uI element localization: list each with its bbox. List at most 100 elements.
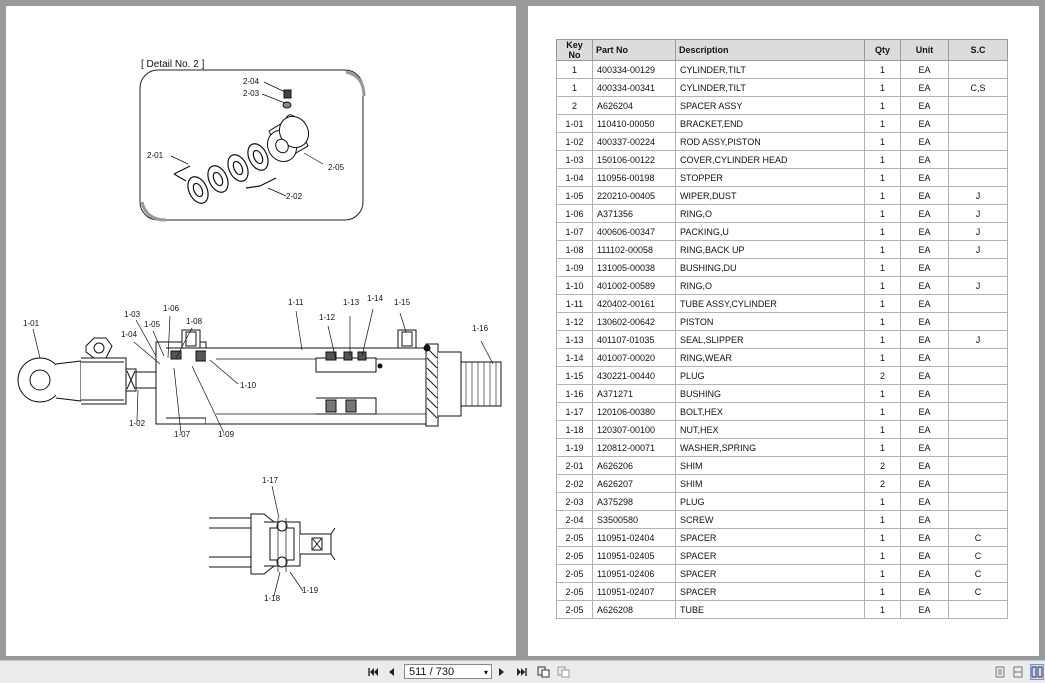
key-no-cell: 1-14 xyxy=(556,348,593,367)
facing-page-icon[interactable] xyxy=(1030,664,1044,680)
description-cell: PISTON xyxy=(675,312,865,331)
part-no-cell: 430221-00440 xyxy=(592,366,676,385)
next-page-icon[interactable] xyxy=(497,664,507,680)
sc-cell xyxy=(948,60,1008,79)
qty-cell: 1 xyxy=(864,114,901,133)
unit-cell: EA xyxy=(900,258,949,277)
label-1-09: 1-09 xyxy=(218,430,235,439)
sc-cell xyxy=(948,492,1008,511)
key-no-cell: 2-02 xyxy=(556,474,593,493)
sc-cell xyxy=(948,402,1008,421)
key-no-cell: 1-18 xyxy=(556,420,593,439)
tilt-cylinder xyxy=(17,329,502,427)
label-2-03: 2-03 xyxy=(243,89,260,98)
sc-cell xyxy=(948,420,1008,439)
part-no-cell: 400606-00347 xyxy=(592,222,676,241)
qty-cell: 1 xyxy=(864,348,901,367)
unit-cell: EA xyxy=(900,402,949,421)
sc-cell xyxy=(948,474,1008,493)
qty-cell: 1 xyxy=(864,564,901,583)
description-cell: BUSHING xyxy=(675,384,865,403)
part-no-cell: 111102-00058 xyxy=(592,240,676,259)
prev-page-icon[interactable] xyxy=(386,664,396,680)
key-no-cell: 1-07 xyxy=(556,222,593,241)
qty-cell: 1 xyxy=(864,600,901,619)
key-no-cell: 2-05 xyxy=(556,564,593,583)
viewer-toolbar: 511 / 730 ▾ xyxy=(0,660,1045,683)
key-no-cell: 2-04 xyxy=(556,510,593,529)
part-no-cell: 110956-00198 xyxy=(592,168,676,187)
sc-cell: C xyxy=(948,546,1008,565)
parts-list-page: Key No Part No Description Qty Unit S.C … xyxy=(528,6,1039,656)
label-2-05: 2-05 xyxy=(328,163,345,172)
page-number-select[interactable]: 511 / 730 ▾ xyxy=(404,664,492,679)
label-1-06: 1-06 xyxy=(163,304,180,313)
continuous-page-icon[interactable] xyxy=(1012,664,1024,680)
label-2-04: 2-04 xyxy=(243,77,260,86)
part-no-cell: 120106-00380 xyxy=(592,402,676,421)
detail-frame xyxy=(139,69,364,221)
label-1-11: 1-11 xyxy=(288,298,304,307)
qty-cell: 1 xyxy=(864,528,901,547)
part-no-cell: 401007-00020 xyxy=(592,348,676,367)
last-page-icon[interactable] xyxy=(515,664,527,680)
label-1-15: 1-15 xyxy=(394,298,411,307)
description-cell: BRACKET,END xyxy=(675,114,865,133)
key-no-cell: 2-05 xyxy=(556,600,593,619)
parts-table: Key No Part No Description Qty Unit S.C … xyxy=(556,39,1008,619)
unit-cell: EA xyxy=(900,528,949,547)
qty-cell: 1 xyxy=(864,240,901,259)
sc-cell: C xyxy=(948,564,1008,583)
qty-cell: 1 xyxy=(864,168,901,187)
col-description: Description xyxy=(675,39,865,61)
single-page-icon[interactable] xyxy=(994,664,1006,680)
description-cell: PACKING,U xyxy=(675,222,865,241)
qty-cell: 1 xyxy=(864,294,901,313)
sc-cell xyxy=(948,96,1008,115)
description-cell: SPACER ASSY xyxy=(675,96,865,115)
part-no-cell: 400337-00224 xyxy=(592,132,676,151)
key-no-cell: 2-05 xyxy=(556,582,593,601)
unit-cell: EA xyxy=(900,312,949,331)
key-no-cell: 1-11 xyxy=(556,294,593,313)
detail-title: [ Detail No. 2 ] xyxy=(141,59,205,70)
label-1-16: 1-16 xyxy=(472,324,489,333)
fit-page-icon[interactable] xyxy=(536,664,550,680)
first-page-icon[interactable] xyxy=(367,664,379,680)
qty-cell: 2 xyxy=(864,366,901,385)
part-no-cell: 130602-00642 xyxy=(592,312,676,331)
description-cell: WIPER,DUST xyxy=(675,186,865,205)
unit-cell: EA xyxy=(900,492,949,511)
fit-width-icon[interactable] xyxy=(556,664,570,680)
sc-cell: J xyxy=(948,330,1008,349)
qty-cell: 1 xyxy=(864,222,901,241)
part-no-cell: A626208 xyxy=(592,600,676,619)
sc-cell: C xyxy=(948,582,1008,601)
sc-cell xyxy=(948,456,1008,475)
key-no-cell: 2-01 xyxy=(556,456,593,475)
sc-cell: J xyxy=(948,222,1008,241)
sc-cell xyxy=(948,348,1008,367)
unit-cell: EA xyxy=(900,438,949,457)
qty-cell: 1 xyxy=(864,546,901,565)
key-no-cell: 1-08 xyxy=(556,240,593,259)
description-cell: TUBE xyxy=(675,600,865,619)
unit-cell: EA xyxy=(900,186,949,205)
description-cell: TUBE ASSY,CYLINDER xyxy=(675,294,865,313)
key-no-cell: 1-04 xyxy=(556,168,593,187)
unit-cell: EA xyxy=(900,132,949,151)
description-cell: SPACER xyxy=(675,564,865,583)
label-2-02: 2-02 xyxy=(286,192,303,201)
qty-cell: 1 xyxy=(864,258,901,277)
description-cell: SPACER xyxy=(675,528,865,547)
sc-cell: J xyxy=(948,240,1008,259)
key-no-cell: 2-05 xyxy=(556,546,593,565)
sc-cell xyxy=(948,438,1008,457)
